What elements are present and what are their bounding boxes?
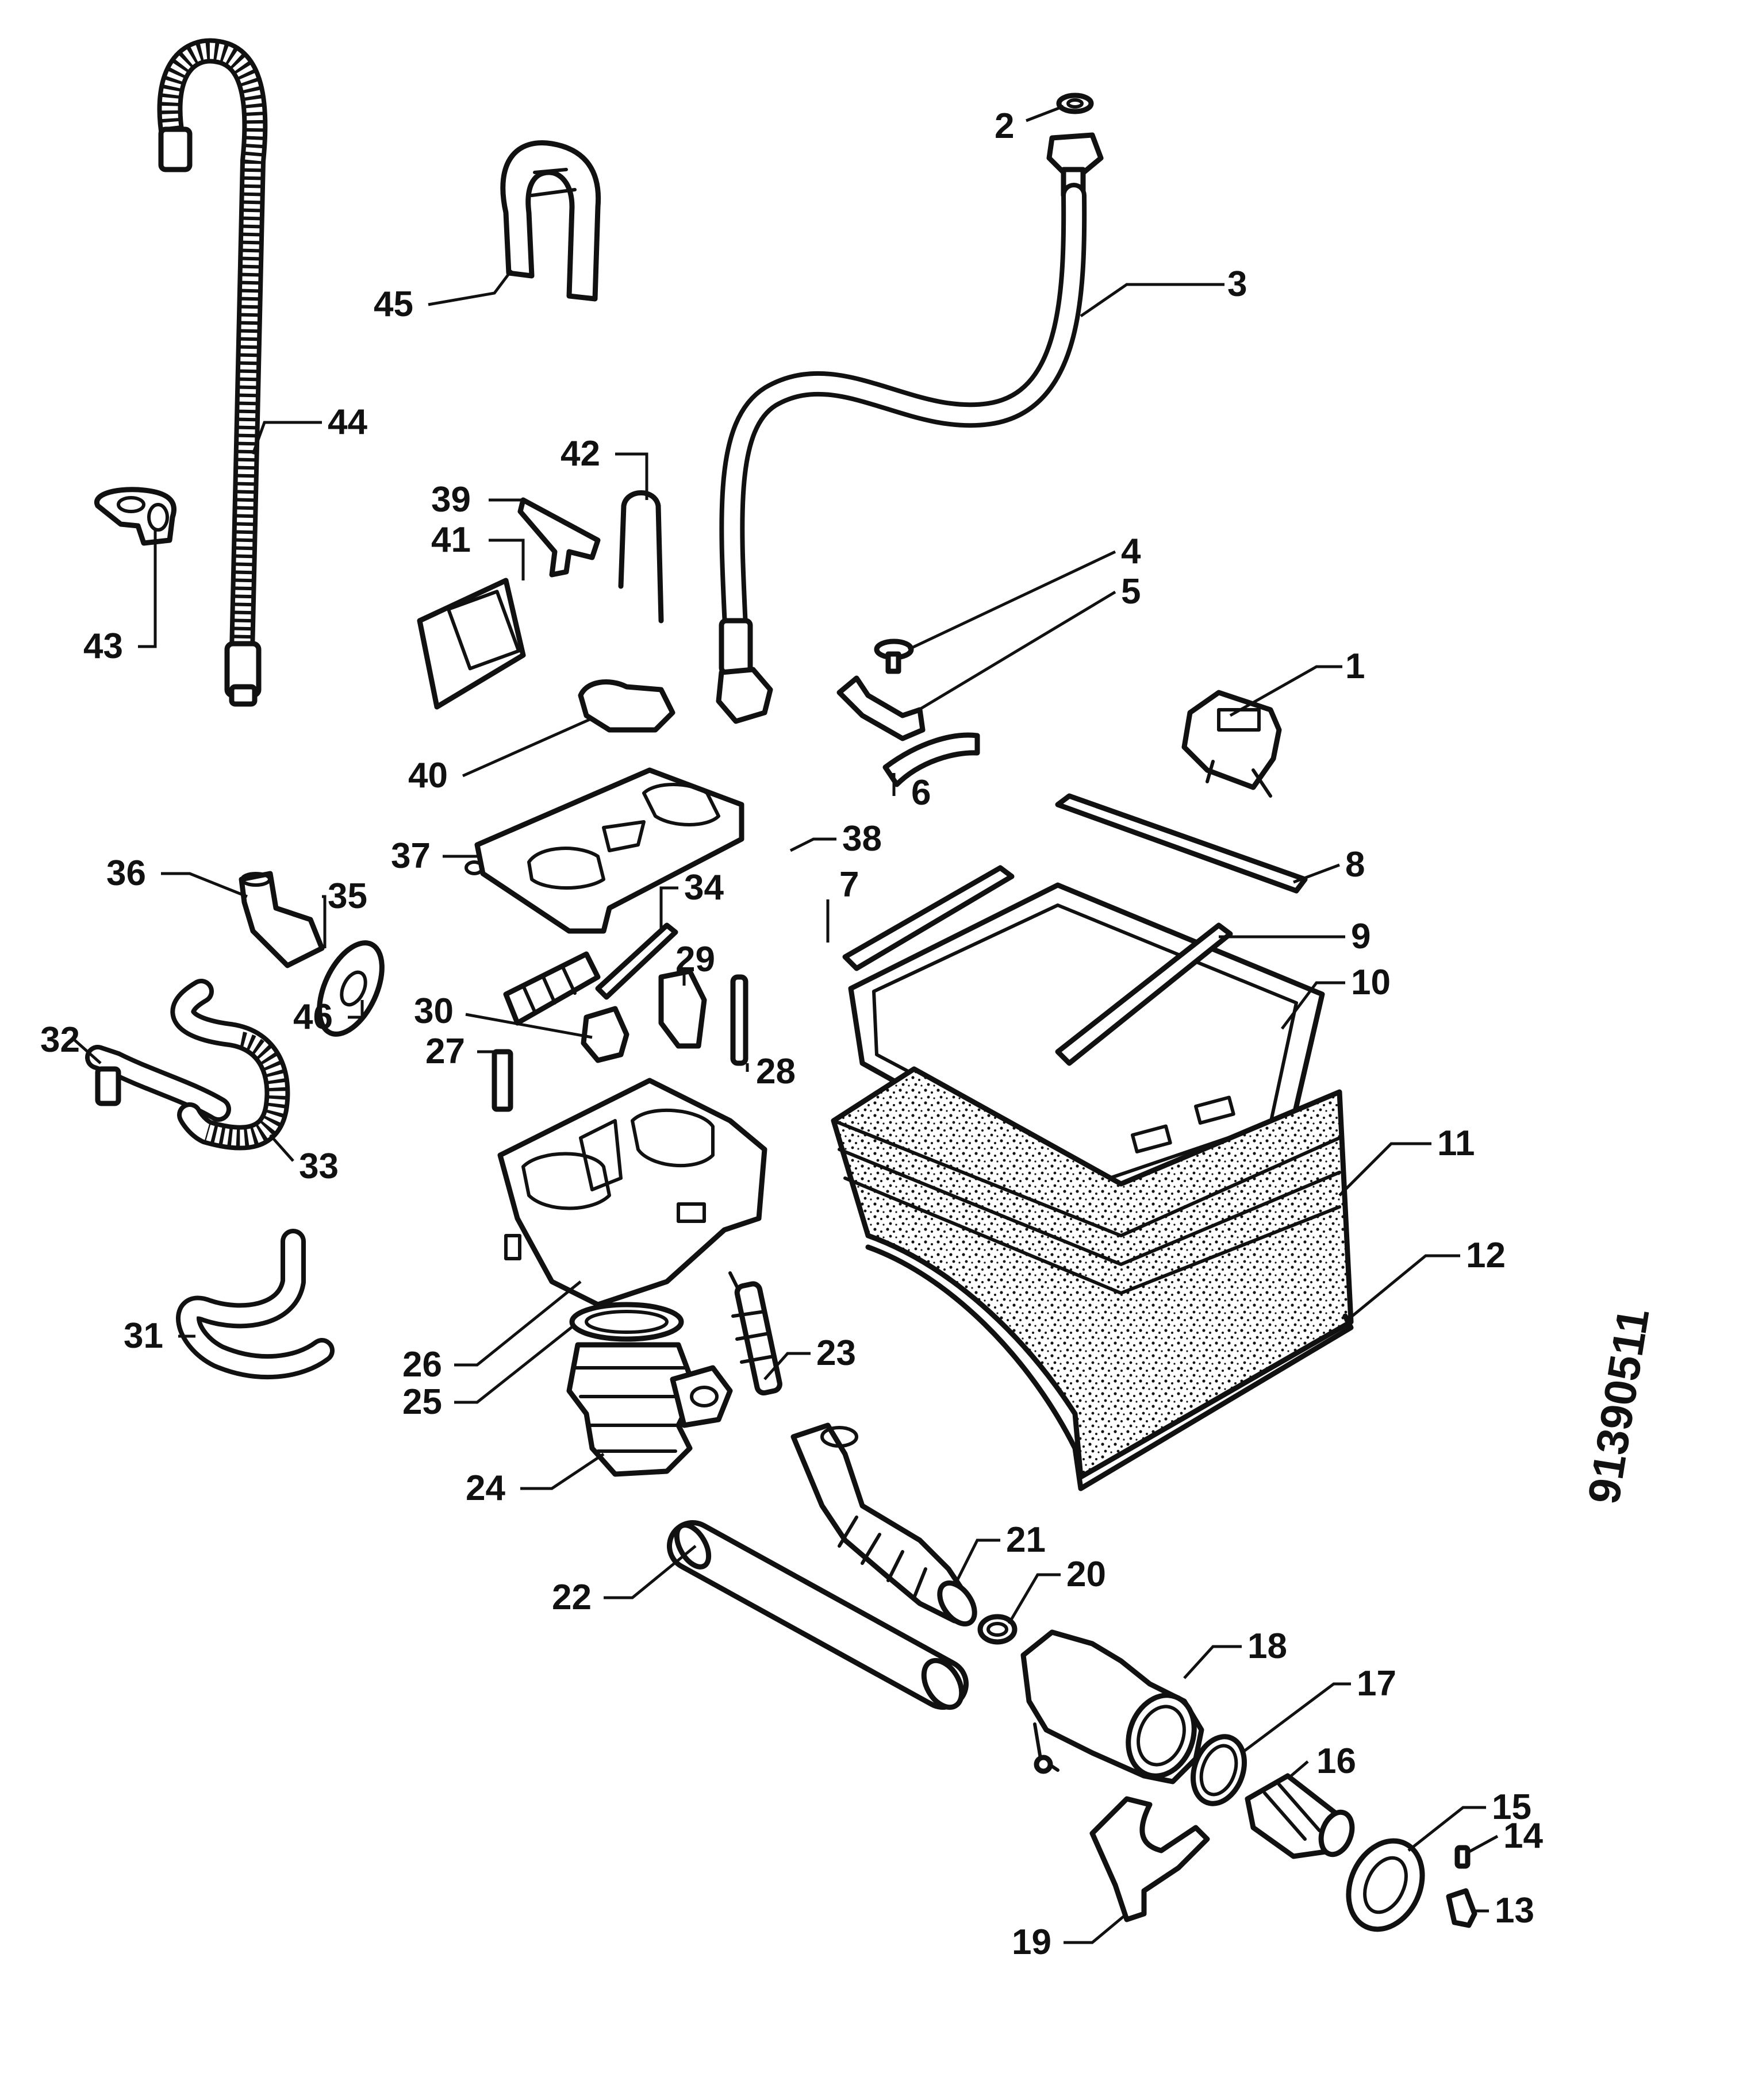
- part-roller-brush: [503, 951, 601, 1026]
- part-23-valve: [728, 1271, 782, 1396]
- document-number: 91390511: [1578, 1305, 1659, 1507]
- callout-11: 11: [1437, 1124, 1475, 1163]
- part-36-elbow: [239, 871, 325, 968]
- callout-20: 20: [1066, 1555, 1106, 1594]
- callout-28: 28: [756, 1052, 796, 1091]
- callout-22: 22: [552, 1578, 592, 1617]
- part-1-bracket: [1181, 690, 1282, 798]
- part-8-strip: [1055, 793, 1308, 894]
- callout-18: 18: [1247, 1626, 1287, 1666]
- leader-lines: [74, 105, 1499, 1944]
- part-40-cover: [578, 679, 675, 733]
- callout-29: 29: [675, 940, 715, 979]
- callout-30: 30: [414, 991, 454, 1031]
- part-16-filter: [1245, 1773, 1355, 1859]
- part-43-hose-clip: [94, 487, 176, 546]
- callout-3: 3: [1227, 264, 1247, 304]
- callout-14: 14: [1503, 1816, 1543, 1856]
- callout-23: 23: [816, 1333, 856, 1373]
- part-32-hose: [85, 1045, 231, 1122]
- parts-group: [85, 38, 1477, 1932]
- callout-13: 13: [1495, 1891, 1534, 1930]
- part-29-grip: [658, 968, 707, 1049]
- part-18-pump-housing: [1020, 1629, 1204, 1784]
- part-21-bellows-hose: [790, 1422, 977, 1627]
- callout-26: 26: [402, 1345, 442, 1384]
- callouts: 1 2 3 4 5 6 7 8 9 10 11 12 13 14 15 16 1…: [40, 106, 1659, 1962]
- callout-10: 10: [1351, 963, 1391, 1002]
- callout-9: 9: [1351, 917, 1371, 956]
- part-6-bracket: [882, 732, 980, 787]
- part-19-bracket: [1089, 1796, 1210, 1922]
- part-33-hose: [170, 979, 290, 1151]
- callout-33: 33: [299, 1147, 339, 1186]
- part-25-ring: [569, 1302, 684, 1342]
- callout-41: 41: [431, 520, 471, 560]
- callout-15: 15: [1492, 1787, 1531, 1827]
- part-12-tub-base: [865, 1244, 1354, 1491]
- part-39-bracket: [517, 497, 601, 578]
- part-13-clip: [1446, 1888, 1477, 1928]
- part-7-strip: [842, 865, 1015, 971]
- part-34-rod: [595, 922, 678, 1000]
- callout-6: 6: [911, 773, 931, 813]
- callout-39: 39: [431, 480, 471, 520]
- part-5-clip: [836, 675, 926, 741]
- callout-19: 19: [1012, 1922, 1051, 1962]
- callout-4: 4: [1121, 532, 1141, 571]
- part-17-gasket: [1191, 1734, 1247, 1806]
- part-3-inlet-hose: [716, 132, 1104, 724]
- callout-16: 16: [1316, 1741, 1356, 1781]
- part-42-u-bar: [618, 490, 664, 624]
- callout-45: 45: [374, 284, 413, 324]
- callout-24: 24: [466, 1468, 505, 1508]
- callout-43: 43: [83, 626, 123, 666]
- callout-1: 1: [1345, 647, 1365, 686]
- callout-27: 27: [425, 1032, 465, 1071]
- callout-44: 44: [328, 402, 367, 442]
- part-44-drain-hose: [157, 38, 268, 707]
- callout-8: 8: [1345, 845, 1365, 884]
- callout-46: 46: [293, 997, 333, 1037]
- part-9-bar: [1055, 922, 1233, 1066]
- part-11-tub-housing: [831, 1066, 1354, 1480]
- callout-37: 37: [391, 836, 431, 876]
- callout-21: 21: [1006, 1520, 1046, 1560]
- callout-25: 25: [402, 1382, 442, 1422]
- part-2-washer: [1056, 93, 1094, 114]
- callout-38: 38: [842, 819, 882, 859]
- part-45-hose-guide: [500, 140, 601, 302]
- part-15-cap: [1346, 1838, 1425, 1932]
- part-24-bellows: [566, 1342, 733, 1477]
- part-31-hose: [176, 1229, 335, 1380]
- callout-35: 35: [328, 876, 367, 916]
- part-27-clip: [492, 1049, 513, 1112]
- callout-32: 32: [40, 1020, 80, 1060]
- callout-36: 36: [106, 853, 146, 893]
- part-30-cap: [581, 1006, 629, 1063]
- callout-7: 7: [839, 865, 859, 905]
- part-37-dispenser-top: [464, 767, 744, 934]
- callout-5: 5: [1121, 572, 1141, 611]
- part-14-screw: [1454, 1845, 1471, 1869]
- callout-34: 34: [684, 868, 724, 907]
- part-28-rod: [730, 974, 748, 1066]
- callout-2: 2: [995, 106, 1014, 146]
- part-35-flange: [317, 940, 385, 1037]
- part-4-screw: [874, 639, 914, 674]
- part-26-dispenser-housing: [497, 1078, 767, 1307]
- part-20-clamp: [977, 1614, 1018, 1645]
- part-41-plate: [417, 578, 526, 710]
- callout-31: 31: [124, 1316, 163, 1356]
- callout-17: 17: [1357, 1664, 1396, 1703]
- callout-42: 42: [561, 434, 600, 474]
- callout-40: 40: [408, 756, 448, 795]
- callout-12: 12: [1466, 1236, 1506, 1275]
